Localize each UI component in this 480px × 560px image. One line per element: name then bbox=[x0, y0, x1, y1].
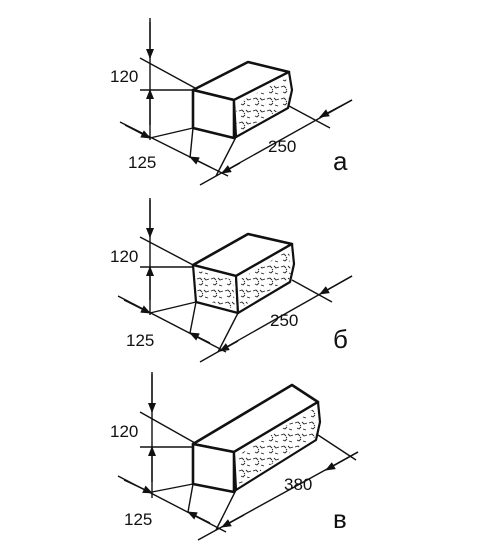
brick-end-v bbox=[191, 442, 236, 494]
width-label-b: 125 bbox=[126, 331, 154, 350]
height-label-a: 120 bbox=[110, 67, 138, 86]
height-label-b: 120 bbox=[110, 247, 138, 266]
figure-v: 120 125 380 в bbox=[110, 372, 359, 541]
height-label-v: 120 bbox=[110, 422, 138, 441]
figure-letter-v: в bbox=[333, 504, 347, 534]
figure-a: 120 125 250 а bbox=[110, 18, 353, 186]
length-label-v: 380 bbox=[284, 475, 312, 494]
width-label-a: 125 bbox=[128, 153, 156, 172]
brick-end-a bbox=[191, 88, 236, 140]
length-label-b: 250 bbox=[270, 311, 298, 330]
figure-letter-b: б bbox=[333, 324, 348, 354]
figure-letter-a: а bbox=[333, 146, 348, 176]
length-label-a: 250 bbox=[268, 137, 296, 156]
figure-b: 120 125 250 б bbox=[110, 198, 353, 363]
width-label-v: 125 bbox=[124, 510, 152, 529]
